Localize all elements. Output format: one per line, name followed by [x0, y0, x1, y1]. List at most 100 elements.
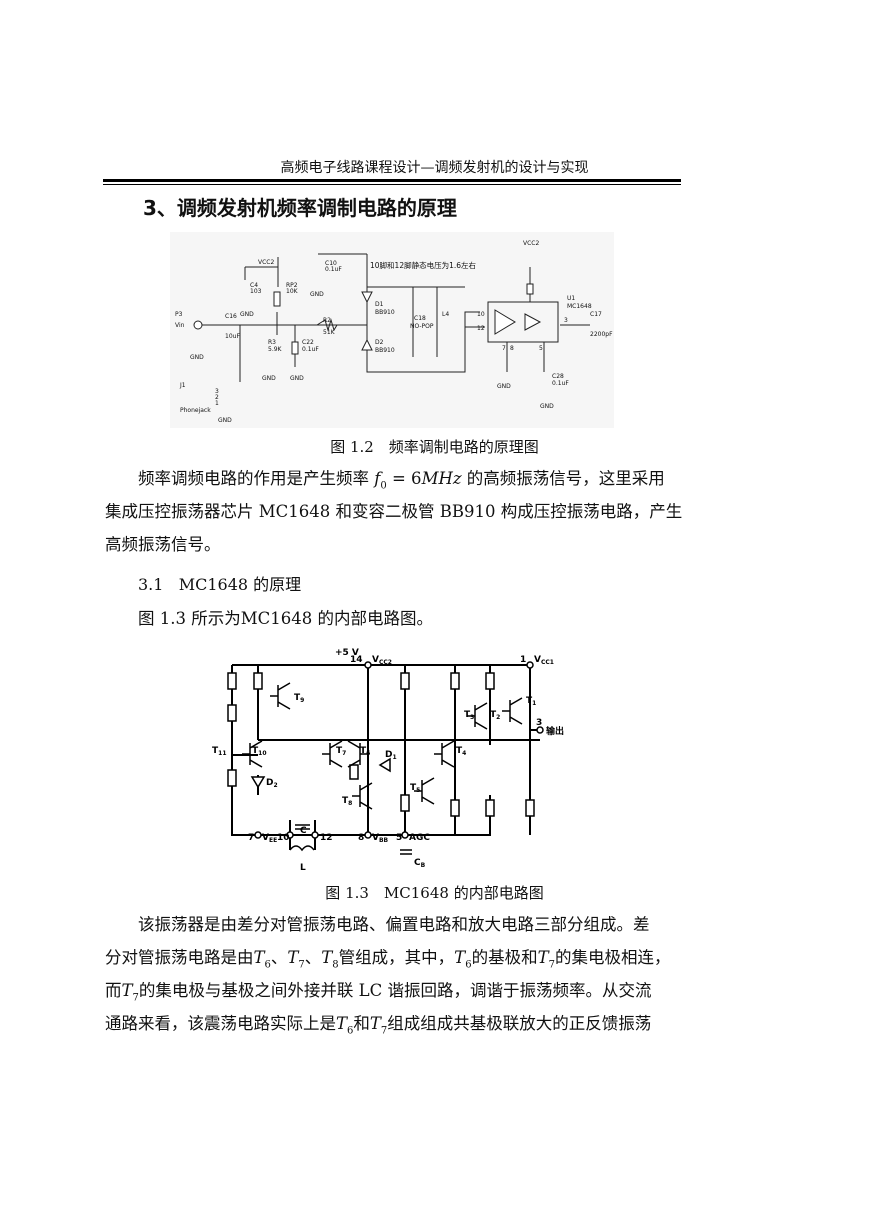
tank-circuit: [289, 824, 412, 855]
schem-label: GND: [190, 354, 204, 361]
schem-label: 5: [539, 345, 543, 352]
circuit-pins: [254, 661, 544, 839]
header-rule-thin: [103, 184, 681, 185]
paragraph-1-line-3: 高频振荡信号。: [105, 535, 221, 554]
schem-label: MC1648: [567, 303, 592, 310]
mc1648-chip: [487, 301, 559, 343]
circuit-label: T10: [252, 746, 267, 757]
circuit-label: AGC: [409, 833, 430, 843]
schem-label: U1: [567, 295, 575, 302]
schem-label: C4: [250, 282, 258, 289]
circuit-resistors: [227, 672, 535, 817]
schem-label: Vin: [175, 322, 185, 329]
schem-label: BB910: [375, 347, 395, 354]
circuit-label: 1: [520, 655, 526, 665]
schem-label: 51K: [323, 329, 336, 336]
schem-label: 5.9K: [268, 346, 283, 353]
schem-label: GND: [540, 403, 554, 410]
circuit-label: T5: [410, 783, 420, 794]
circuit-label: T4: [456, 746, 466, 757]
schem-label: 1: [215, 400, 219, 407]
schem-label: C18: [414, 315, 426, 322]
figure-intro: 图 1.3 所示为MC1648 的内部电路图。: [138, 609, 433, 628]
circuit-label: 7: [248, 833, 254, 843]
circuit-label: L: [300, 863, 306, 873]
circuit-label: VCC2: [372, 655, 392, 666]
schem-label: GND: [497, 383, 511, 390]
fm-modulation-schematic: VCC2 C4 103 RP2 10K GND C10 0.1uF GND 10…: [170, 232, 614, 428]
schem-label: R2: [323, 317, 331, 324]
schem-label: 10: [477, 311, 485, 318]
schem-label: R3: [268, 339, 276, 346]
schem-label: C22: [302, 339, 314, 346]
circuit-label: T7: [336, 746, 346, 757]
circuit-label: 输出: [546, 725, 564, 737]
schem-label: D2: [375, 339, 384, 346]
paragraph-2-line-4: 通路来看，该震荡电路实际上是T6和T7组成组成共基极联放大的正反馈振荡: [105, 1014, 652, 1037]
schem-label: 0.1uF: [302, 346, 319, 353]
schem-label: GND: [290, 375, 304, 382]
schem-label: 10uF: [225, 333, 240, 340]
schem-label: GND: [262, 375, 276, 382]
schem-label: 103: [250, 288, 262, 295]
schematic-labels: VCC2 C4 103 RP2 10K GND C10 0.1uF GND 10…: [175, 240, 613, 424]
schem-label: GND: [310, 291, 324, 298]
schem-label: RP2: [286, 282, 298, 289]
circuit-label: T11: [212, 746, 227, 757]
schem-label: GND: [218, 417, 232, 424]
schematic-background: [170, 232, 614, 428]
paragraph-2-line-3: 而T7的集电极与基极之间外接并联 LC 谐振回路，调谐于振荡频率。从交流: [105, 981, 652, 1004]
schem-label: NO-POP: [410, 323, 434, 330]
circuit-label: VCC1: [534, 655, 554, 666]
circuit-label: CB: [414, 858, 426, 869]
circuit-label: 5: [396, 833, 402, 843]
schem-label: 2200pF: [590, 331, 613, 338]
circuit-label: 8: [358, 833, 364, 843]
schem-label: VCC2: [258, 259, 274, 266]
paragraph-1-line-1: 频率调频电路的作用是产生频率 f0 = 6MHz 的高频振荡信号，这里采用: [138, 469, 665, 492]
schem-label: 12: [477, 325, 485, 332]
section-title: 3、调频发射机频率调制电路的原理: [143, 196, 457, 220]
circuit-label: C: [300, 826, 307, 836]
figure-caption-1-2: 图 1.2 频率调制电路的原理图: [330, 438, 539, 456]
header-rule-thick: [103, 179, 681, 182]
schem-label: C28: [552, 373, 564, 380]
paragraph-1-line-2: 集成压控振荡器芯片 MC1648 和变容二极管 BB910 构成压控振荡电路，产…: [105, 502, 683, 521]
schem-label: J1: [179, 382, 186, 389]
figure-caption-1-3: 图 1.3 MC1648 的内部电路图: [325, 884, 544, 902]
mc1648-internal-circuit: +5 V 14 VCC2 1 VCC1 T9 T1 T2 T3 3 输出 T11…: [212, 648, 564, 873]
paragraph-2-line-1: 该振荡器是由差分对管振荡电路、偏置电路和放大电路三部分组成。差: [138, 915, 650, 934]
circuit-label: 14: [350, 655, 363, 665]
circuit-label: 3: [536, 718, 542, 728]
schem-label: C10: [325, 260, 337, 267]
circuit-label: T9: [294, 693, 304, 704]
schem-label: 10K: [286, 288, 299, 295]
circuit-label: D1: [385, 750, 397, 761]
schematic-components: [193, 283, 534, 355]
circuit-label: VBB: [372, 833, 389, 844]
schem-label: 0.1uF: [325, 266, 342, 273]
circuit-label: T8: [342, 796, 352, 807]
schem-label: Phonejack: [180, 407, 211, 414]
circuit-label: +5 V: [335, 648, 359, 658]
schem-label: 3: [564, 317, 568, 324]
circuit-labels: +5 V 14 VCC2 1 VCC1 T9 T1 T2 T3 3 输出 T11…: [212, 648, 564, 873]
paragraph-2-line-2: 分对管振荡电路是由T6、T7、T8管组成，其中，T6的基极和T7的集电极相连，: [105, 948, 671, 971]
circuit-label: T6: [360, 746, 370, 757]
schem-label: C16: [225, 313, 237, 320]
circuit-label: T1: [526, 696, 536, 707]
schem-label: P3: [175, 311, 183, 318]
schem-label: 0.1uF: [552, 380, 569, 387]
circuit-transistors: [242, 682, 523, 810]
schem-label: 8: [510, 345, 514, 352]
subsection-heading: 3.1 MC1648 的原理: [138, 575, 302, 594]
circuit-label: 12: [320, 833, 333, 843]
schem-label: BB910: [375, 309, 395, 316]
schem-note: 10脚和12脚静态电压为1.6左右: [370, 260, 477, 270]
schem-label: GND: [240, 311, 254, 318]
running-header: 高频电子线路课程设计—调频发射机的设计与实现: [280, 160, 589, 176]
schem-label: 3: [215, 388, 219, 395]
circuit-label: T3: [464, 710, 474, 721]
schem-label: 7: [502, 345, 506, 352]
circuit-label: VEE: [262, 833, 277, 844]
